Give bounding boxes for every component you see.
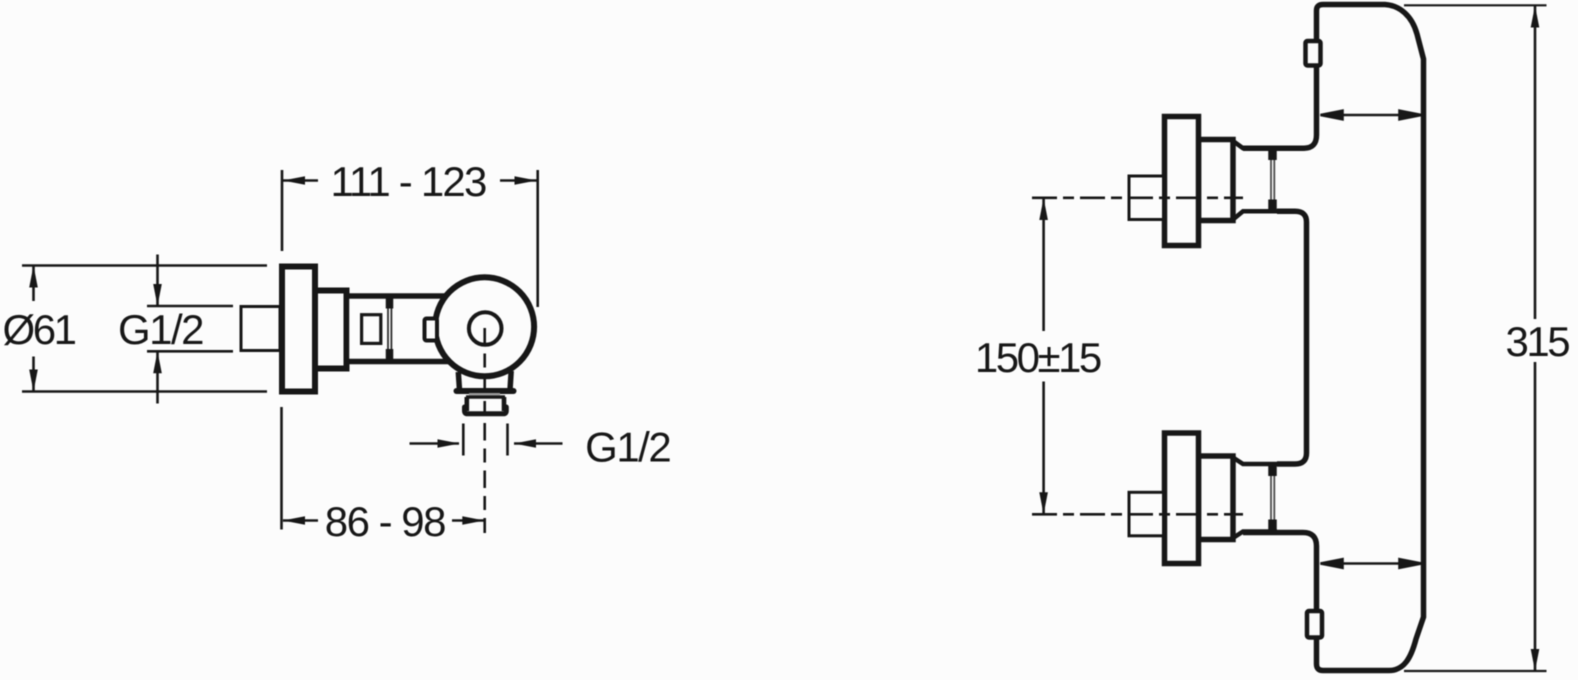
svg-text:150±15: 150±15 <box>975 334 1101 381</box>
svg-text:111 - 123: 111 - 123 <box>330 158 485 205</box>
svg-text:Ø61: Ø61 <box>3 306 76 353</box>
svg-text:86 - 98: 86 - 98 <box>325 498 445 545</box>
svg-text:315: 315 <box>1506 318 1570 365</box>
svg-text:G1/2: G1/2 <box>585 424 670 471</box>
svg-text:G1/2: G1/2 <box>118 306 203 353</box>
